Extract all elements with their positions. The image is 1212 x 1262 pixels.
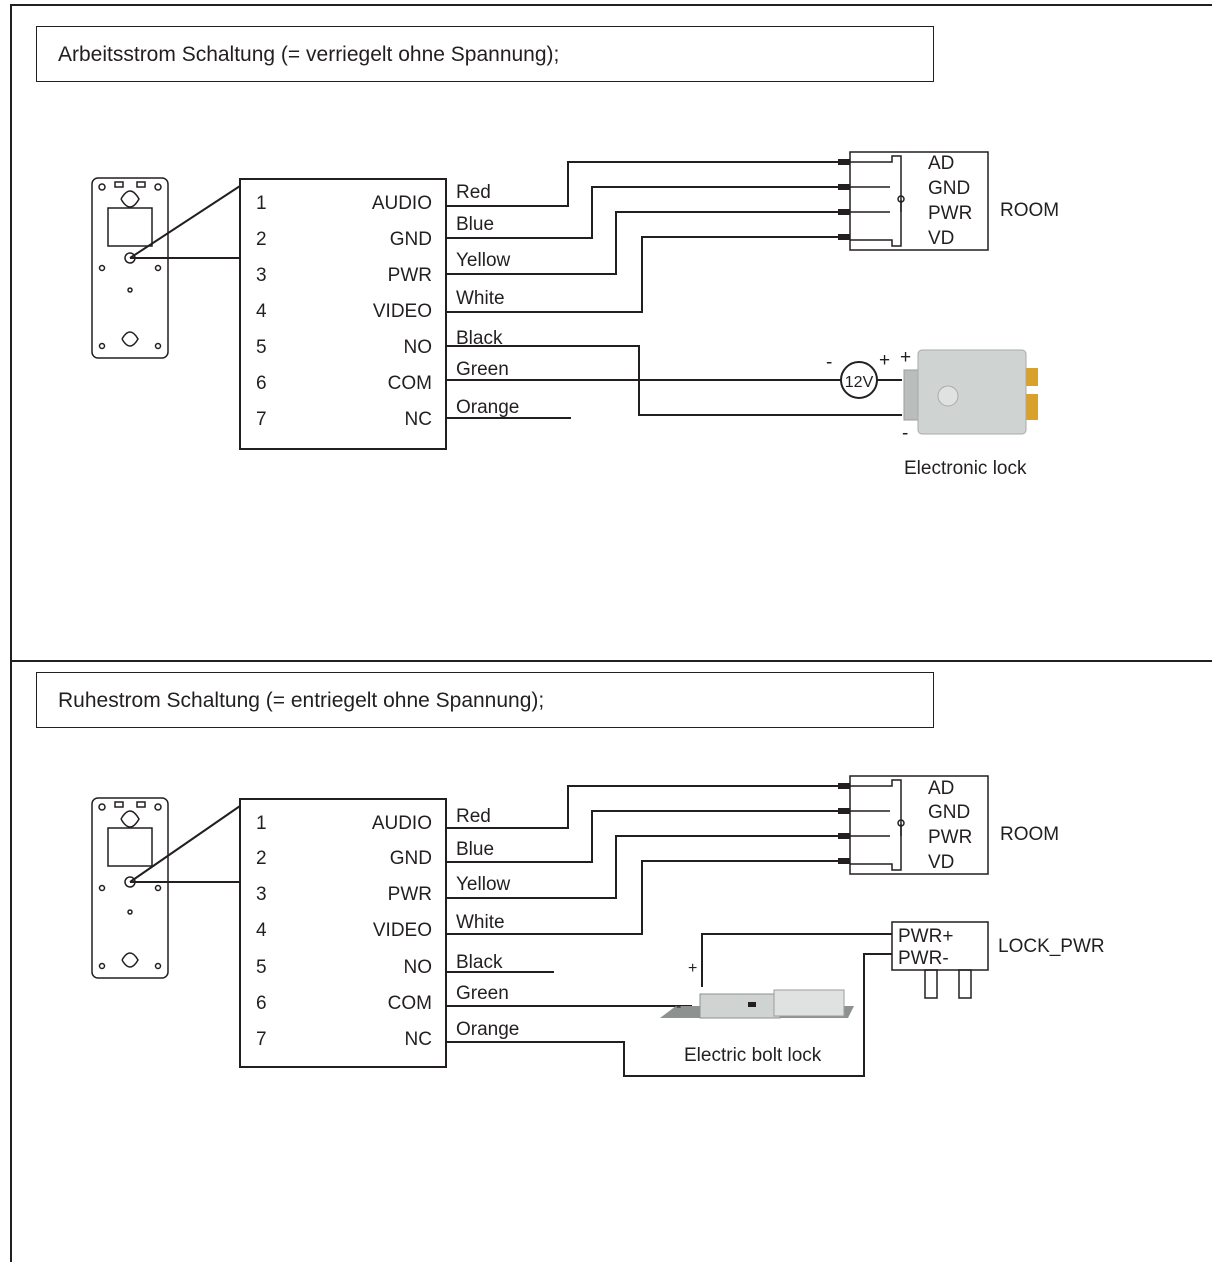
wire-label: Black xyxy=(456,328,503,349)
pin-name: GND xyxy=(390,848,432,869)
pin-number: 1 xyxy=(256,193,267,214)
pin-name: NO xyxy=(404,337,433,358)
wire-label: White xyxy=(456,912,505,933)
pin-number: 4 xyxy=(256,920,267,941)
diagram-label: + xyxy=(879,350,890,371)
pin-number: 5 xyxy=(256,337,267,358)
diagram-label: AD xyxy=(928,778,954,799)
diagram-label: + xyxy=(688,960,697,977)
wire-label: Orange xyxy=(456,1019,519,1040)
pin-name: PWR xyxy=(388,265,432,286)
door-station-icon xyxy=(91,797,169,979)
lock-label: Electric bolt lock xyxy=(684,1045,822,1066)
room-wires xyxy=(446,785,838,935)
panel-arbeitsstrom: Arbeitsstrom Schaltung (= verriegelt ohn… xyxy=(10,4,1212,662)
pin-name: NO xyxy=(404,957,433,978)
diagram-label: 12V xyxy=(845,374,874,391)
pin-name: PWR xyxy=(388,884,432,905)
wire-label: White xyxy=(456,288,505,309)
door-station-icon xyxy=(91,177,169,359)
wire-label: Orange xyxy=(456,397,519,418)
diagram-label: - xyxy=(826,352,832,373)
diagram-label: VD xyxy=(928,852,954,873)
pin-number: 3 xyxy=(256,265,267,286)
pin-name: GND xyxy=(390,229,432,250)
pin-number: 2 xyxy=(256,848,267,869)
pin-number: 5 xyxy=(256,957,267,978)
electronic-lock-icon: + - xyxy=(900,347,1038,444)
room-connector: AD GND PWR VD ROOM xyxy=(838,775,1059,875)
pin-name: NC xyxy=(405,409,432,430)
diagram-label: VD xyxy=(928,228,954,249)
room-wires xyxy=(446,161,838,313)
wire-label: Yellow xyxy=(456,874,511,895)
wire-label: Blue xyxy=(456,839,494,860)
lock-wires xyxy=(446,345,902,419)
pin-number: 1 xyxy=(256,813,267,834)
pin-name: VIDEO xyxy=(373,920,432,941)
electric-bolt-lock-icon: + - xyxy=(660,960,854,1019)
power-supply-12v: 12V - + xyxy=(826,350,890,399)
wiring-diagram: 1 2 3 4 5 6 7 AUDIO GND PWR VIDEO NO COM… xyxy=(91,775,1105,1077)
pin-number: 3 xyxy=(256,884,267,905)
diagram-label: - xyxy=(902,423,908,444)
diagram-label: AD xyxy=(928,153,954,174)
diagram-label: PWR- xyxy=(898,948,949,969)
diagram-label: PWR xyxy=(928,827,972,848)
room-connector: AD GND PWR VD ROOM xyxy=(838,151,1059,251)
room-label: ROOM xyxy=(1000,200,1059,221)
wire-label: Red xyxy=(456,806,491,827)
diagram-label: GND xyxy=(928,802,970,823)
wire-label: Yellow xyxy=(456,250,511,271)
panel-ruhestrom: Ruhestrom Schaltung (= entriegelt ohne S… xyxy=(10,662,1212,1262)
wire-label: Blue xyxy=(456,214,494,235)
pin-name: NC xyxy=(405,1029,432,1050)
pin-number: 7 xyxy=(256,1029,267,1050)
terminal-block xyxy=(239,178,447,450)
diagram-label: PWR xyxy=(928,203,972,224)
diagram-label: PWR+ xyxy=(898,926,953,947)
lock-wires xyxy=(446,933,892,1077)
pin-name: AUDIO xyxy=(372,193,432,214)
pin-name: AUDIO xyxy=(372,813,432,834)
pin-name: VIDEO xyxy=(373,301,432,322)
pin-number: 7 xyxy=(256,409,267,430)
lock-power-supply: PWR+ PWR- LOCK_PWR xyxy=(891,921,1105,999)
diagram-label: GND xyxy=(928,178,970,199)
wire-label: Green xyxy=(456,983,509,1004)
wire-label: Black xyxy=(456,952,503,973)
room-label: ROOM xyxy=(1000,824,1059,845)
pin-number: 6 xyxy=(256,373,267,394)
pin-name: COM xyxy=(388,993,432,1014)
pin-name: COM xyxy=(388,373,432,394)
diagram-label: - xyxy=(676,998,681,1015)
wire-label: Green xyxy=(456,359,509,380)
lock-pwr-label: LOCK_PWR xyxy=(998,936,1105,957)
wiring-diagram: 1 2 3 4 5 6 7 AUDIO GND PWR VIDEO NO COM… xyxy=(91,151,1059,479)
pin-number: 4 xyxy=(256,301,267,322)
pin-number: 6 xyxy=(256,993,267,1014)
diagram-label: + xyxy=(900,347,911,368)
lock-label: Electronic lock xyxy=(904,458,1027,479)
panel-title: Arbeitsstrom Schaltung (= verriegelt ohn… xyxy=(36,26,934,82)
pin-number: 2 xyxy=(256,229,267,250)
wire-label: Red xyxy=(456,182,491,203)
panel-title: Ruhestrom Schaltung (= entriegelt ohne S… xyxy=(36,672,934,728)
